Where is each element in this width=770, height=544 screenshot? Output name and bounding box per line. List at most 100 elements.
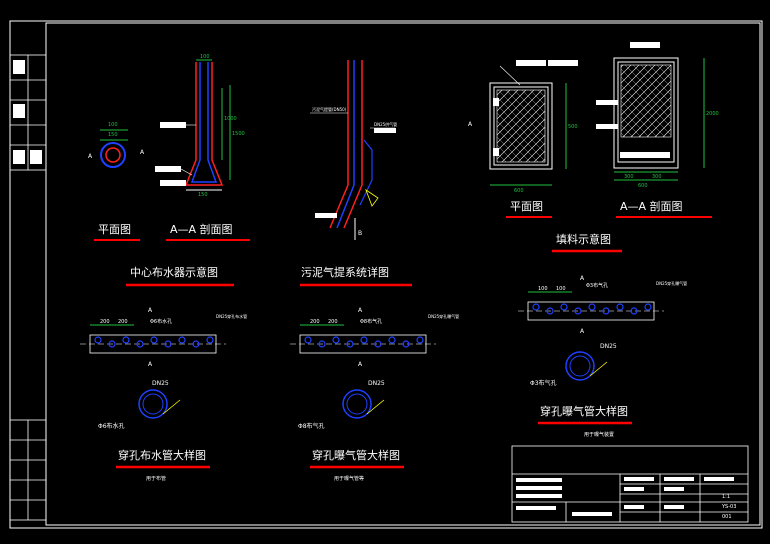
perforation-hole xyxy=(108,340,116,348)
dim-100-section: 100 xyxy=(200,54,210,60)
packing-section-view: 300 300 600 2000 xyxy=(596,42,719,189)
perforated-aeration-pipe-1: 200 200 Φ8布气孔 DN25穿孔曝气管 A A DN25 Φ8布气孔 穿… xyxy=(290,307,459,482)
dim-300-section: 300 xyxy=(624,174,634,180)
perforation-hole xyxy=(574,307,582,315)
dim-200-air-a: 200 xyxy=(310,319,320,325)
dim-200-water-a: 200 xyxy=(100,319,110,325)
airlift-note-2: DN25供气管 xyxy=(374,121,397,127)
perforation-hole xyxy=(178,336,186,344)
hole-label-air-2: Φ3布气孔 xyxy=(586,282,608,289)
hole-label-air-1: Φ8布气孔 xyxy=(360,318,382,325)
hole-label-water-2: Φ6布水孔 xyxy=(98,422,125,430)
distributor-titles: 平面图 A—A 剖面图 中心布水器示意图 xyxy=(94,222,250,287)
title-perforated-aeration-1: 穿孔曝气管大样图 xyxy=(312,448,400,462)
pipe-tag-aeration-2: DN25穿孔曝气管 xyxy=(656,280,687,286)
perforated-water-pipe: 200 200 Φ6布水孔 DN25穿孔布水管 A A DN25 Φ6布水孔 穿… xyxy=(80,307,247,482)
hole-label-air-1b: Φ8布气孔 xyxy=(298,422,325,430)
perforation-hole xyxy=(616,303,624,311)
perforation-hole xyxy=(122,336,130,344)
note-water-pipe: 用于布管 xyxy=(146,475,166,482)
dim-150-plan: 150 xyxy=(108,132,118,138)
title-sludge-airlift: 污泥气提系统详图 xyxy=(301,265,389,279)
dn25-label-a: DN25 xyxy=(152,380,169,387)
title-block-scale: 1:1 xyxy=(722,494,730,500)
perforation-hole xyxy=(644,303,652,311)
title-block xyxy=(511,445,749,523)
section-mark-a-2: A xyxy=(140,149,145,156)
title-perforated-water-pipe: 穿孔布水管大样图 xyxy=(118,448,206,462)
dim-150-bottom: 150 xyxy=(198,192,208,198)
pipe-tag-water: DN25穿孔布水管 xyxy=(216,313,247,319)
airlift-note-1: 污泥气提管(DN50) xyxy=(312,106,347,112)
title-packing: 填料示意图 xyxy=(556,232,611,246)
perforation-hole xyxy=(602,307,610,315)
section-mark-a-p1: A xyxy=(358,307,363,314)
perforation-hole xyxy=(164,340,172,348)
section-mark-a-w2: A xyxy=(148,361,153,368)
hole-label-water: Φ6布水孔 xyxy=(150,318,172,325)
section-mark-a-w1: A xyxy=(148,307,153,314)
left-margin-fills xyxy=(13,60,42,164)
packing-plan-view: 600 500 A xyxy=(468,60,578,194)
title-block-fills xyxy=(516,477,734,516)
perforation-hole xyxy=(150,336,158,344)
perforation-hole xyxy=(332,336,340,344)
note-aeration-1: 用于曝气管等 xyxy=(334,475,364,482)
perforation-hole xyxy=(388,336,396,344)
perforation-hole xyxy=(94,336,102,344)
perforation-hole xyxy=(416,336,424,344)
perforation-hole xyxy=(304,336,312,344)
title-section-aa-2: A—A 剖面图 xyxy=(620,199,683,213)
perforation-hole xyxy=(560,303,568,311)
distributor-plan-view: 150 100 A xyxy=(88,122,128,168)
dim-500-plan: 500 xyxy=(568,124,578,130)
perforation-hole xyxy=(630,307,638,315)
section-mark-a-q1: A xyxy=(580,275,585,282)
dim-300-section-b: 300 xyxy=(652,174,662,180)
perforation-hole xyxy=(532,303,540,311)
perforation-hole xyxy=(374,340,382,348)
left-margin-signoff xyxy=(9,54,47,521)
section-mark-a-p2: A xyxy=(358,361,363,368)
perforation-hole xyxy=(402,340,410,348)
dim-1000-section: 1000 xyxy=(224,116,237,122)
perforation-hole xyxy=(136,340,144,348)
note-aeration-2: 用于曝气装置 xyxy=(584,431,614,438)
dim-600-plan: 600 xyxy=(514,188,524,194)
title-center-distributor: 中心布水器示意图 xyxy=(130,265,218,279)
title-section-aa-1: A—A 剖面图 xyxy=(170,222,233,236)
dn25-label-c: DN25 xyxy=(600,343,617,350)
dim-1500-section: 1500 xyxy=(232,131,245,137)
title-block-sheet-no: YS-03 xyxy=(721,504,736,510)
perforation-hole xyxy=(206,336,214,344)
dim-100-air3-b: 100 xyxy=(556,286,566,292)
perforation-hole xyxy=(318,340,326,348)
dim-100-air3-a: 100 xyxy=(538,286,548,292)
section-mark-a-3: A xyxy=(468,121,473,128)
dn25-label-b: DN25 xyxy=(368,380,385,387)
hole-label-air-2b: Φ3布气孔 xyxy=(530,379,557,387)
perforation-hole xyxy=(346,340,354,348)
dim-100-plan: 100 xyxy=(108,122,118,128)
section-mark-b: B xyxy=(358,230,362,237)
title-plan-view-1: 平面图 xyxy=(98,223,131,236)
dim-600-section: 600 xyxy=(638,183,648,189)
perforation-hole xyxy=(192,340,200,348)
perforation-hole xyxy=(360,336,368,344)
packing-titles: 平面图 A—A 剖面图 填料示意图 xyxy=(506,199,712,253)
perforated-aeration-pipe-2: 100 100 Φ3布气孔 DN25穿孔曝气管 A A DN25 Φ3布气孔 穿… xyxy=(518,275,687,438)
title-plan-view-2: 平面图 xyxy=(510,200,543,213)
section-mark-a-q2: A xyxy=(580,328,585,335)
perforation-hole xyxy=(588,303,596,311)
dim-200-water-b: 200 xyxy=(118,319,128,325)
dim-200-air-b: 200 xyxy=(328,319,338,325)
title-perforated-aeration-2: 穿孔曝气管大样图 xyxy=(540,404,628,418)
title-block-rev: 001 xyxy=(722,514,732,520)
section-mark-a: A xyxy=(88,153,93,160)
sludge-airlift-detail: 污泥气提管(DN50) DN25供气管 B 污泥气提系统详图 xyxy=(300,60,412,287)
pipe-tag-aeration-1: DN25穿孔曝气管 xyxy=(428,313,459,319)
dim-2000-section: 2000 xyxy=(706,111,719,117)
perforation-hole xyxy=(546,307,554,315)
distributor-section-view: 100 1000 1500 150 A xyxy=(140,54,245,198)
